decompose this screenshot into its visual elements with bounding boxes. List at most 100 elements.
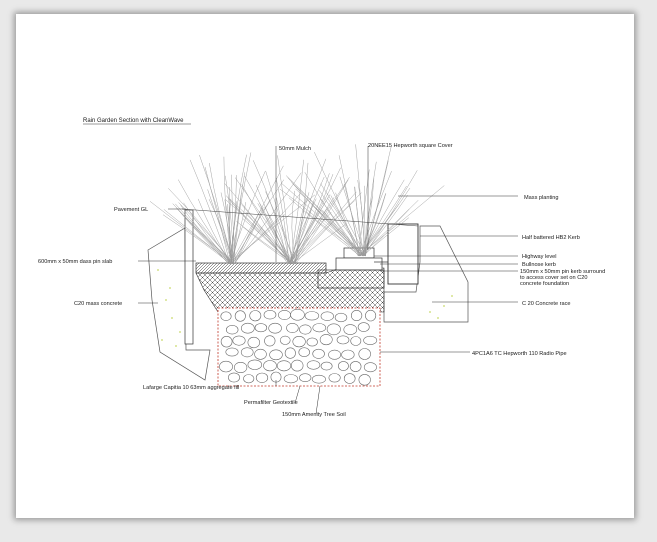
- pin-kerb-surround: [335, 257, 383, 271]
- mass-planting-grasses: [149, 144, 445, 265]
- right-ground-outline: [383, 225, 469, 323]
- label-pavement-gl: Pavement GL: [114, 207, 148, 213]
- aggregate-stone: [311, 374, 326, 384]
- aggregate-stone: [279, 335, 291, 345]
- aggregate-stone: [336, 335, 350, 345]
- aggregate-stone: [276, 360, 292, 372]
- aggregate-stone: [284, 347, 296, 359]
- aggregate-stone: [232, 335, 246, 346]
- aggregate-stone: [349, 361, 362, 372]
- label-cover: 20NEE15 Hepworth square Cover: [368, 143, 453, 149]
- aggregate-stone: [219, 360, 233, 373]
- label-half-battered-kerb: Half battered HB2 Kerb: [522, 235, 580, 241]
- concrete-flecks: [157, 269, 453, 347]
- aggregate-stone: [254, 348, 267, 360]
- concrete-fleck: [437, 317, 439, 319]
- label-pin-slab: 600mm x 50mm dass pin slab: [38, 259, 112, 265]
- aggregate-stone: [320, 361, 333, 371]
- aggregate-stone: [226, 325, 239, 335]
- label-aggregate: Lafarge Capitia 10 63mm aggregate fill: [143, 385, 239, 391]
- drawing-title: Rain Garden Section with CleanWave: [83, 118, 184, 124]
- left-edging-post: [184, 209, 194, 345]
- aggregate-stone: [247, 359, 263, 370]
- concrete-fleck: [179, 331, 181, 333]
- aggregate-stone: [255, 372, 269, 383]
- aggregate-trench: [217, 307, 381, 387]
- aggregate-stone: [312, 348, 325, 359]
- aggregate-stone: [278, 309, 291, 320]
- aggregate-stone: [299, 324, 312, 335]
- label-c20-mass-concrete: C20 mass concrete: [74, 301, 122, 307]
- label-tree-soil: 150mm Amenity Tree Soil: [282, 412, 346, 418]
- aggregate-stone: [334, 312, 348, 323]
- concrete-fleck: [165, 299, 167, 301]
- label-highway-level: Highway level: [522, 254, 557, 260]
- aggregate-stone: [304, 311, 320, 321]
- aggregate-stones: [219, 308, 378, 386]
- aggregate-stone: [286, 322, 299, 333]
- pavement-gl-line: [181, 208, 419, 227]
- aggregate-stone: [343, 373, 356, 384]
- aggregate-stone: [240, 347, 254, 358]
- concrete-fleck: [171, 317, 173, 319]
- aggregate-stone: [312, 323, 327, 333]
- label-mass-planting: Mass planting: [524, 195, 559, 201]
- label-bullnose-kerb: Bullnose kerb: [522, 262, 556, 268]
- concrete-fleck: [175, 345, 177, 347]
- aggregate-stone: [298, 347, 310, 358]
- aggregate-stone: [320, 311, 334, 321]
- concrete-foundation: [317, 269, 385, 289]
- aggregate-stone: [290, 308, 305, 321]
- concrete-fleck: [451, 295, 453, 297]
- grass-clump: [279, 144, 445, 257]
- aggregate-stone: [328, 349, 341, 360]
- label-pin-kerb: 150mm x 50mm pin kerb surround to access…: [520, 269, 607, 287]
- aggregate-stone: [269, 349, 283, 361]
- aggregate-stone: [254, 323, 268, 333]
- label-mulch: 50mm Mulch: [279, 146, 311, 152]
- aggregate-stone: [292, 336, 306, 348]
- concrete-fleck: [157, 269, 159, 271]
- aggregate-stone: [358, 348, 371, 360]
- aggregate-stone: [365, 309, 377, 322]
- left-ground-outline: [147, 227, 211, 381]
- aggregate-stone: [350, 336, 362, 346]
- aggregate-stone: [263, 360, 277, 372]
- concrete-fleck: [169, 287, 171, 289]
- concrete-fleck: [429, 311, 431, 313]
- aggregate-stone: [341, 349, 355, 360]
- aggregate-stone: [249, 310, 262, 322]
- aggregate-stone: [263, 310, 277, 320]
- aggregate-stone: [228, 372, 241, 383]
- aggregate-stone: [306, 360, 321, 370]
- aggregate-stone: [358, 374, 371, 386]
- label-drain-pipe: 4PC1A6 TC Hepworth 110 Radio Pipe: [472, 351, 567, 357]
- pavement-slab: [195, 262, 327, 274]
- aggregate-stone: [220, 311, 232, 321]
- concrete-fleck: [161, 339, 163, 341]
- aggregate-stone: [326, 323, 341, 336]
- aggregate-stone: [234, 310, 246, 322]
- aggregate-stone: [243, 374, 255, 384]
- aggregate-stone: [247, 336, 261, 349]
- aggregate-stone: [328, 373, 341, 383]
- aggregate-stone: [220, 336, 233, 348]
- aggregate-stone: [351, 309, 363, 321]
- aggregate-stone: [234, 361, 248, 373]
- aggregate-stone: [357, 322, 370, 332]
- aggregate-stone: [225, 347, 239, 357]
- aggregate-stone: [337, 361, 349, 371]
- half-battered-kerb: [387, 223, 419, 285]
- label-c20-concrete-race: C 20 Concrete race: [522, 301, 571, 307]
- aggregate-stone: [343, 324, 358, 335]
- aggregate-stone: [306, 337, 318, 347]
- label-geotextile: Permafilter Geotextile: [244, 400, 298, 406]
- aggregate-stone: [283, 374, 299, 384]
- aggregate-stone: [319, 334, 333, 346]
- leader-lines: [138, 146, 518, 415]
- grass-clump: [149, 152, 316, 265]
- aggregate-stone: [299, 373, 312, 383]
- aggregate-stone: [268, 322, 282, 334]
- aggregate-stone: [363, 362, 377, 373]
